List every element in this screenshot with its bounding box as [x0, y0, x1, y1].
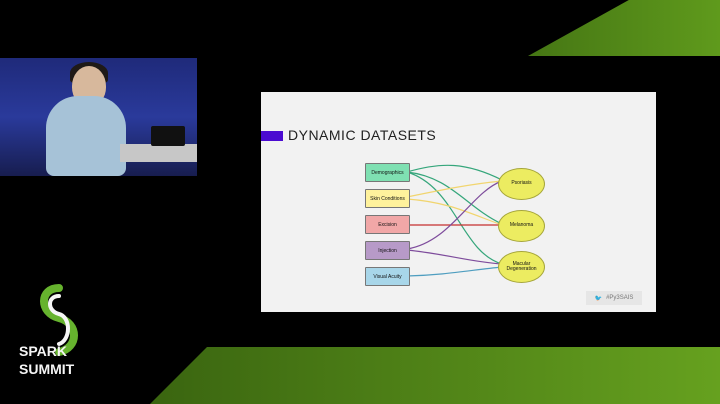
twitter-icon: 🐦 — [594, 295, 603, 302]
node-excision: Excision — [365, 215, 410, 234]
social-handle: 🐦 #Py3SAIS — [586, 291, 642, 305]
edge-skin-melanoma — [406, 198, 503, 226]
flow-diagram — [406, 164, 503, 277]
top-green-band — [528, 0, 720, 56]
node-skin-conditions: Skin Conditions — [365, 189, 410, 208]
node-psoriasis: Psoriasis — [498, 168, 545, 200]
edge-visual-macular — [406, 266, 503, 277]
slide-title: DYNAMIC DATASETS — [288, 127, 437, 143]
node-melanoma: Melanoma — [498, 210, 545, 242]
edge-injection-macular — [406, 249, 503, 265]
node-macular-degeneration: Macular Degeneration — [498, 251, 545, 283]
title-accent-bar — [261, 131, 283, 141]
edge-injection-psoriasis — [406, 180, 503, 250]
node-visual-acuity: Visual Acuity — [365, 267, 410, 286]
spark-summit-logo-text: SPARK SUMMIT — [19, 343, 75, 377]
edge-demographics-psoriasis — [406, 164, 503, 181]
edge-demographics-melanoma — [406, 171, 503, 225]
bottom-green-band — [150, 347, 720, 404]
presentation-slide: DYNAMIC DATASETS Demographics Skin Condi… — [261, 92, 656, 312]
spark-summit-logo-mark — [40, 284, 78, 356]
edge-skin-psoriasis — [406, 180, 503, 198]
edge-demographics-macular — [406, 171, 503, 265]
node-injection: Injection — [365, 241, 410, 260]
table — [120, 144, 197, 162]
speaker-body — [46, 96, 126, 176]
node-demographics: Demographics — [365, 163, 410, 182]
speaker-video — [0, 58, 197, 176]
laptop — [151, 126, 185, 146]
